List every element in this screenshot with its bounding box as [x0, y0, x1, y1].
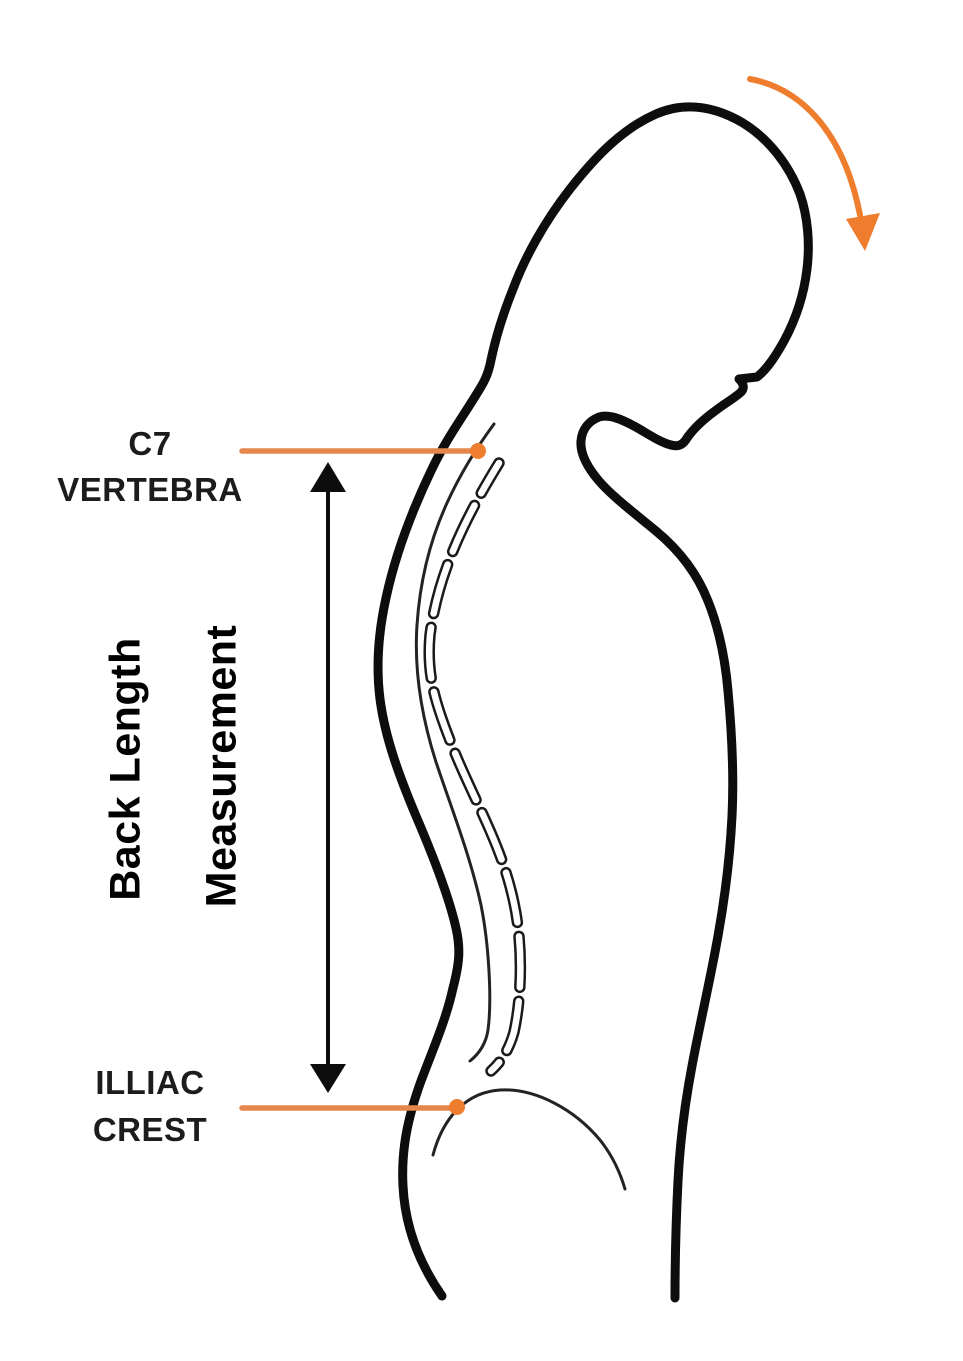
spine-dashes-outline	[423, 457, 527, 1077]
back-length-caption: Back Length	[101, 637, 150, 901]
iliac-crest-label: ILLIAC CREST	[40, 1059, 260, 1153]
c7-label-line1: C7	[128, 425, 172, 462]
iliac-label-line1: ILLIAC	[95, 1064, 205, 1101]
body-outline	[373, 102, 813, 1303]
spine-dashes-fill	[425, 459, 524, 1075]
measure-arrow-bottom-head	[310, 1064, 346, 1093]
iliac-marker-dot-icon	[449, 1099, 465, 1115]
c7-label-line2: VERTEBRA	[57, 471, 243, 508]
iliac-label-line2: CREST	[92, 1111, 208, 1148]
bend-forward-arrow-icon	[747, 76, 863, 218]
bend-forward-arrowhead	[846, 213, 880, 251]
measurement-caption: Measurement	[197, 624, 246, 908]
c7-marker-dot-icon	[470, 443, 486, 459]
measure-arrow-top-head	[310, 462, 346, 492]
inner-back-contour	[414, 422, 496, 1063]
c7-vertebra-label: C7 VERTEBRA	[40, 421, 260, 513]
